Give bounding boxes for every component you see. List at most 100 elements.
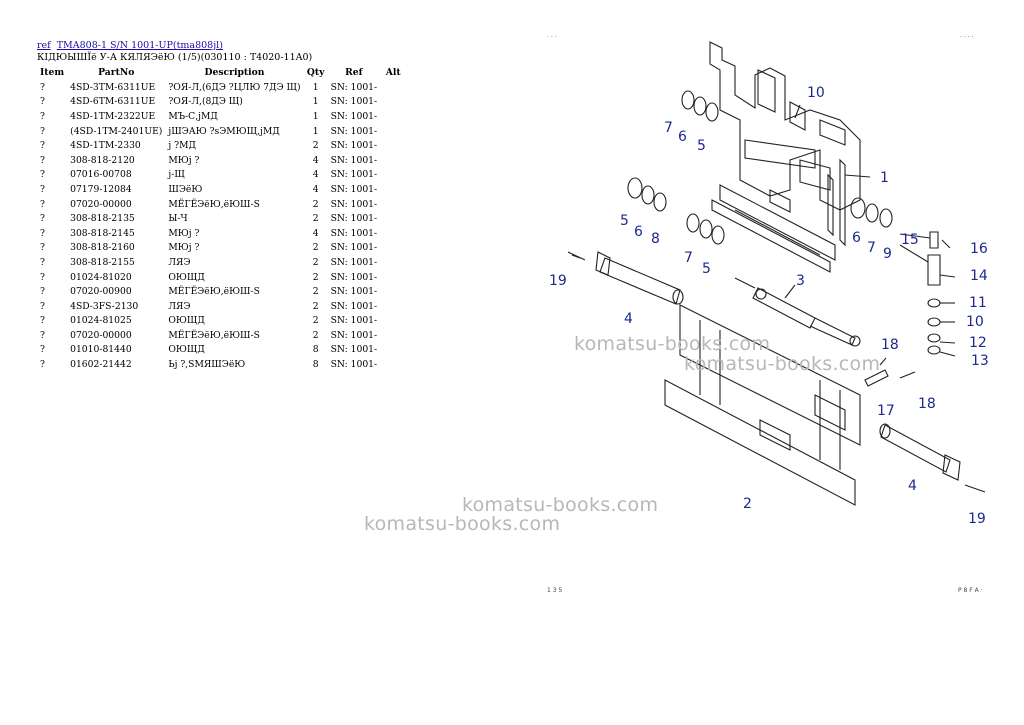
cell-item: ?	[40, 300, 45, 312]
cell-item: ?	[40, 344, 45, 356]
callout-number: 19	[968, 511, 986, 527]
cell-partno: (4SD-1TM-2401UE)	[70, 125, 163, 137]
ref-link[interactable]: ref	[37, 40, 51, 51]
cell-qty: 8	[312, 359, 319, 371]
cell-ref: SN: 1001-	[330, 125, 378, 137]
cell-item: ?	[40, 140, 45, 152]
callout-number: 14	[970, 268, 988, 284]
cell-description: МЁГЁЭёЮ,ёЮШ-S	[168, 286, 260, 298]
callout-number: 4	[908, 478, 917, 494]
cell-qty: 4	[312, 169, 319, 181]
cell-qty: 2	[312, 242, 319, 254]
cell-alt	[380, 226, 406, 241]
cell-qty: 1	[312, 96, 319, 108]
parts-list-panel: ref TMA808-1 S/N 1001-UP(tma808jl) КІДЮЫ…	[37, 40, 497, 372]
watermark-text: komatsu-books.com	[684, 353, 881, 375]
callout-number: 1	[880, 170, 889, 186]
cell-partno: 01010-81440	[70, 344, 132, 356]
cell-description: ОЮЩД	[168, 344, 205, 356]
cell-qty: 2	[312, 213, 319, 225]
cell-partno: 07020-00000	[70, 329, 132, 341]
cell-partno: 4SD-1TM-2330	[70, 140, 141, 152]
cell-ref: SN: 1001-	[330, 256, 378, 268]
model-link[interactable]: TMA808-1 S/N 1001-UP(tma808jl)	[56, 40, 223, 51]
callout-number: 7	[684, 250, 693, 266]
cell-item: ?	[40, 329, 45, 341]
cell-partno: 4SD-3TM-6311UE	[70, 81, 156, 93]
cell-description: ШЭёЮ	[168, 183, 203, 195]
cell-item: ?	[40, 183, 45, 195]
callout-number: 18	[881, 337, 899, 353]
column-header-description: Description	[204, 67, 265, 78]
cell-description: ОЮЩД	[168, 271, 205, 283]
cell-ref: SN: 1001-	[330, 140, 378, 152]
cell-ref: SN: 1001-	[330, 183, 378, 195]
callout-number: 7	[867, 240, 876, 256]
cell-description: МЮj ?	[168, 242, 200, 254]
cell-ref: SN: 1001-	[330, 242, 378, 254]
cell-alt	[380, 80, 406, 95]
callout-number: 2	[743, 496, 752, 512]
cell-alt	[380, 241, 406, 256]
cell-ref: SN: 1001-	[330, 315, 378, 327]
cell-item: ?	[40, 154, 45, 166]
cell-alt	[380, 153, 406, 168]
cell-qty: 2	[312, 286, 319, 298]
cell-description: j ?МД	[168, 140, 196, 152]
column-header-qty: Qty	[306, 67, 325, 78]
cell-description: МЪ-С,jМД	[168, 110, 218, 122]
cell-ref: SN: 1001-	[330, 344, 378, 356]
cell-qty: 4	[312, 227, 319, 239]
cell-alt	[380, 168, 406, 183]
cell-qty: 2	[312, 329, 319, 341]
cell-qty: 2	[312, 140, 319, 152]
cell-description: ОЮЩД	[168, 315, 205, 327]
cell-qty: 2	[312, 256, 319, 268]
cell-partno: 01024-81025	[70, 315, 132, 327]
callout-number: 5	[702, 261, 711, 277]
cell-item: ?	[40, 359, 45, 371]
cell-alt	[380, 124, 406, 139]
page-code-bottom-right: P 8 F A ·	[958, 587, 983, 594]
cell-qty: 4	[312, 154, 319, 166]
callout-number: 5	[697, 138, 706, 154]
cell-description: Ьj ?,SМЯШЭёЮ	[168, 359, 246, 371]
cell-item: ?	[40, 242, 45, 254]
cell-alt	[380, 343, 406, 358]
cell-item: ?	[40, 96, 45, 108]
column-header-ref: Ref	[345, 67, 363, 78]
cell-item: ?	[40, 213, 45, 225]
cell-partno: 01602-21442	[70, 359, 132, 371]
cell-alt	[380, 299, 406, 314]
cell-partno: 07020-00000	[70, 198, 132, 210]
cell-qty: 1	[312, 81, 319, 93]
callout-number: 6	[634, 224, 643, 240]
cell-item: ?	[40, 315, 45, 327]
cell-alt	[380, 255, 406, 270]
cell-ref: SN: 1001-	[330, 329, 378, 341]
cell-description: МЁГЁЭёЮ,ёЮШ-S	[168, 198, 260, 210]
callout-number: 15	[901, 232, 919, 248]
cell-ref: SN: 1001-	[330, 271, 378, 283]
cell-alt	[380, 357, 406, 372]
page-subtitle: КІДЮЫШЇё У-А КЯЛЯЭёЮ (1/5)(030110 : T402…	[37, 52, 313, 63]
cell-ref: SN: 1001-	[330, 169, 378, 181]
cell-alt	[380, 109, 406, 124]
cell-ref: SN: 1001-	[330, 110, 378, 122]
callout-number: 6	[852, 230, 861, 246]
callout-number: 4	[624, 311, 633, 327]
cell-alt	[380, 211, 406, 226]
cell-partno: 4SD-3FS-2130	[70, 300, 139, 312]
column-header-alt: Alt	[385, 67, 401, 78]
